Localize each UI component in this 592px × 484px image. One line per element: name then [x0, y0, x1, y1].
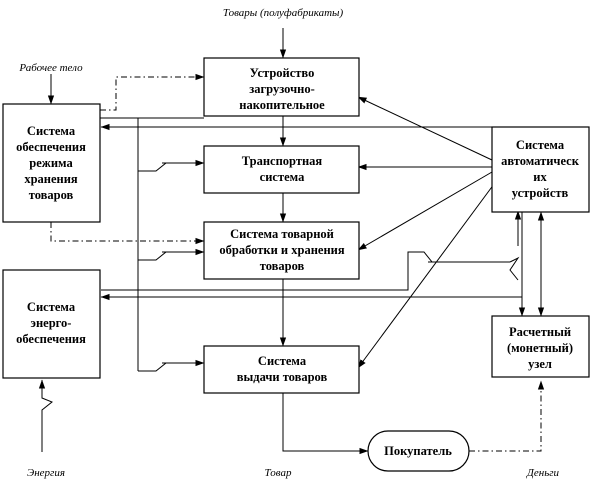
goods-input-label: Товары (полуфабрикаты) — [223, 7, 344, 19]
buyer-label-line: Покупатель — [384, 444, 452, 458]
processing-system-label-line: товаров — [260, 259, 305, 273]
loading-device-label-line: загрузочно- — [249, 82, 315, 96]
connectors — [38, 28, 545, 455]
dispensing-to-buyer-arrow — [282, 393, 369, 455]
automatic-devices-label-line: устройств — [512, 186, 569, 200]
payment-unit-label-line: узел — [528, 357, 552, 371]
energy-to-auto-line — [101, 251, 510, 291]
automatic-devices-box: Система автоматическ их устройств — [491, 126, 590, 213]
energy-supply-label-line: Система — [27, 300, 76, 314]
processing-system-label-line: обработки и хранения — [219, 243, 344, 257]
automatic-devices-label-line: Система — [516, 138, 565, 152]
storage-to-loading-link — [100, 73, 205, 111]
storage-mode-label-line: хранения — [24, 172, 78, 186]
energy-to-transport-arrow — [138, 159, 205, 172]
loading-device-box: Устройство загрузочно-накопительное — [203, 57, 360, 117]
auto-to-processing-arrow — [357, 171, 493, 251]
energy-label: Энергия — [27, 467, 65, 479]
storage-mode-label-line: обеспечения — [16, 140, 86, 154]
processing-system-label-line: Система товарной — [230, 227, 334, 241]
automatic-devices-label-line: их — [533, 170, 547, 184]
product-label: Товар — [265, 467, 292, 479]
auto-to-dispensing-arrow — [357, 179, 498, 369]
dispensing-system-label-line: Система — [258, 354, 307, 368]
payment-unit-label-line: Расчетный — [509, 325, 571, 339]
transport-system-label-line: Транспортная — [242, 154, 323, 168]
storage-mode-box: Система обеспечения режима хранения товаров — [2, 103, 101, 223]
working-fluid-label: Рабочее тело — [18, 62, 83, 74]
energy-in-arrow — [38, 379, 53, 452]
loading-device-label-line: накопительное — [239, 98, 325, 112]
storage-mode-label-line: товаров — [29, 188, 74, 202]
processing-system-box: Система товарной обработки и хранения това… — [203, 221, 360, 280]
automatic-devices-label-line: автоматическ — [501, 154, 580, 168]
dispensing-system-box: Система выдачи товаров — [203, 345, 360, 394]
money-label: Деньги — [526, 467, 560, 479]
auto-to-loading-arrow — [357, 96, 493, 161]
dispensing-system-label-line: выдачи товаров — [237, 370, 328, 384]
transport-system-label-line: система — [260, 170, 305, 184]
payment-unit-box: Расчетный (монетный) узел — [491, 315, 590, 378]
transport-system-box: Транспортная система — [203, 145, 360, 194]
money-to-payment-arrow — [469, 380, 545, 452]
energy-to-processing-arrow — [138, 248, 205, 261]
storage-mode-label-line: Система — [27, 124, 76, 138]
energy-to-dispensing-arrow — [138, 359, 205, 372]
energy-supply-label-line: энерго- — [31, 316, 72, 330]
energy-supply-label-line: обеспечения — [16, 332, 86, 346]
storage-mode-label-line: режима — [29, 156, 73, 170]
energy-supply-box: Система энерго-обеспечения — [2, 269, 101, 379]
buyer-box: Покупатель — [367, 430, 470, 472]
payment-unit-label-line: (монетный) — [507, 341, 573, 355]
loading-device-label-line: Устройство — [250, 66, 315, 80]
storage-to-processing-link — [50, 222, 205, 245]
energy-to-auto-zigzag — [509, 256, 520, 281]
